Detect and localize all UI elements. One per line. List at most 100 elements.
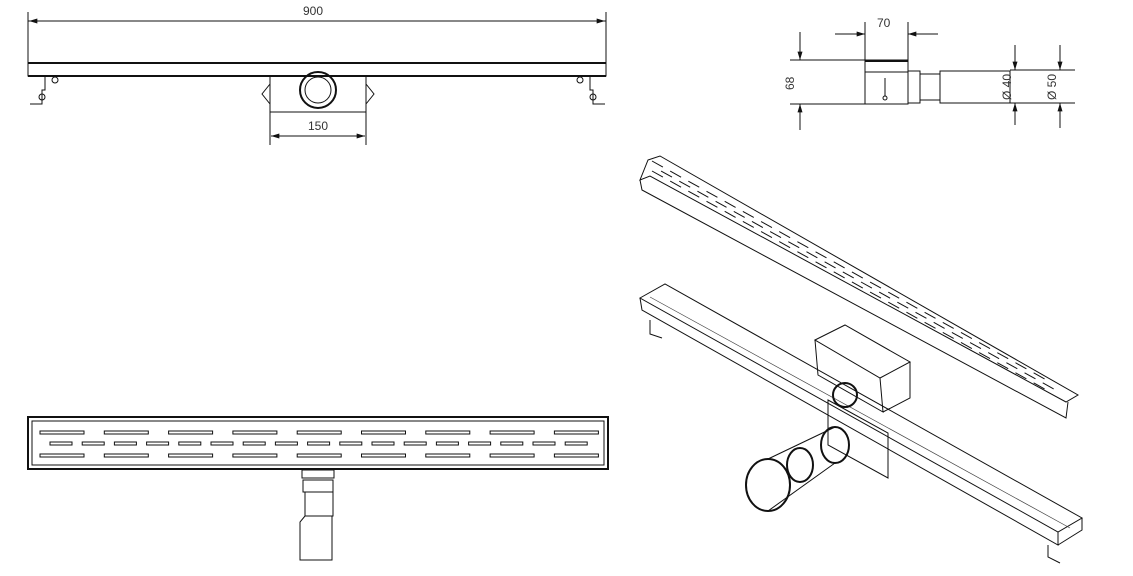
grate-slot: [532, 441, 556, 446]
grate-slot: [371, 441, 395, 446]
grate-slot: [924, 311, 936, 319]
grate-slot: [733, 210, 745, 218]
width-dimension-label: 70: [877, 16, 891, 30]
grate-slot: [797, 241, 809, 249]
grate-slot: [39, 430, 85, 435]
grate-slot: [978, 352, 991, 360]
grate-slot: [851, 281, 864, 289]
grate-slot: [769, 231, 782, 239]
grate-slot: [960, 342, 973, 349]
grate-slot: [660, 170, 673, 178]
grate-slot: [361, 453, 406, 458]
grate-slot: [1015, 362, 1027, 370]
grate-slot: [706, 200, 718, 208]
grate-slot: [778, 231, 791, 239]
outlet-inner-diameter-label: Ø 40: [1000, 74, 1014, 100]
outlet-pipe: [745, 426, 850, 512]
grate-slot: [960, 332, 973, 339]
grate-slot: [706, 190, 718, 198]
isometric-view: [638, 155, 1084, 564]
grate-slot: [778, 241, 791, 249]
grate-slot: [489, 430, 535, 435]
grate-slot: [833, 261, 845, 269]
channel: [638, 283, 1084, 564]
grate-slot: [806, 251, 818, 259]
front-view: 900 150: [27, 4, 607, 145]
grate-slot: [168, 453, 214, 458]
grate-slot: [553, 453, 599, 458]
grate-slot: [742, 220, 755, 228]
grate-slot: [489, 453, 535, 458]
grate-slot: [425, 453, 471, 458]
grate-slot: [888, 301, 900, 309]
grate-slot: [274, 441, 298, 446]
grate-slot: [39, 453, 85, 458]
grate-slot: [564, 441, 588, 446]
grate-slot: [1033, 382, 1045, 390]
grate-slot: [81, 441, 105, 446]
housing-width-label: 150: [308, 119, 328, 133]
grate-slot: [49, 441, 73, 446]
grate-slot: [724, 210, 736, 218]
grate-slot: [361, 430, 406, 435]
length-dimension-label: 900: [303, 4, 323, 18]
grate-slot: [688, 190, 700, 198]
grate-slot: [724, 200, 736, 208]
grate-slot: [168, 430, 214, 435]
grate-slot: [751, 221, 764, 228]
grate-slot: [888, 291, 900, 299]
grate-slot: [669, 180, 682, 188]
grate-slot: [788, 241, 800, 249]
grate-slot: [232, 430, 278, 435]
grate-slot: [824, 261, 836, 269]
grate-slot: [906, 301, 918, 309]
drain-housing: [813, 324, 912, 479]
grate-slot: [679, 180, 691, 188]
plan-view: [27, 416, 609, 561]
grate-slot: [715, 200, 727, 208]
grate-slot: [669, 170, 682, 178]
grate-slot: [951, 331, 964, 339]
grate-slot: [942, 321, 954, 329]
grate-slot: [997, 362, 1009, 370]
grate-slot: [997, 352, 1009, 360]
grate-slot: [339, 441, 363, 446]
grate-slot: [296, 453, 342, 458]
grate-slot: [833, 271, 845, 279]
grate-slot: [425, 430, 471, 435]
grate-slot: [842, 271, 854, 279]
grate-slot: [987, 352, 1000, 360]
grate-slot: [651, 170, 664, 178]
grate-slot: [403, 441, 427, 446]
grate-slot: [906, 311, 918, 319]
grate-slot: [1033, 372, 1045, 380]
grate-slot: [742, 210, 755, 218]
grate-slot: [553, 430, 599, 435]
grate-slot: [296, 430, 342, 435]
side-view: 70 68 Ø 40 Ø 50: [783, 16, 1075, 130]
grate-slot: [688, 180, 700, 188]
height-dimension-label: 68: [783, 76, 797, 90]
grate-slot: [924, 321, 936, 329]
drain-housing: [269, 75, 367, 113]
grate-slot: [869, 291, 882, 299]
grate-slot: [860, 281, 873, 289]
grate-slot: [897, 301, 909, 309]
grate-slot: [1015, 372, 1027, 380]
grate-slot: [307, 441, 331, 446]
grate-slot: [1006, 362, 1018, 370]
grate-slot: [103, 430, 149, 435]
grate-slot: [878, 291, 891, 299]
grate-slot: [915, 311, 927, 319]
grate-slot: [103, 453, 149, 458]
grate-slot: [1024, 372, 1036, 380]
grate-slot: [232, 453, 278, 458]
grate-slot: [146, 441, 170, 446]
grate-slot: [113, 441, 137, 446]
grate-slot: [815, 261, 827, 269]
grate-slot: [500, 441, 524, 446]
grate-slot: [815, 251, 827, 259]
grate-slot: [1042, 382, 1054, 390]
